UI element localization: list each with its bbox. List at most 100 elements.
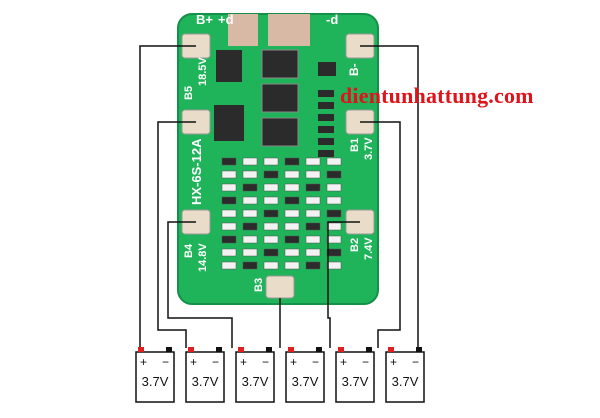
label-plus-d: +d — [218, 12, 234, 27]
cell-voltage-label: 3.7V — [292, 374, 319, 389]
cell-voltage-label: 3.7V — [342, 374, 369, 389]
label-b1: B1 — [349, 138, 361, 152]
smd-part — [318, 102, 334, 109]
smd-part — [284, 261, 300, 270]
smd-part — [326, 235, 342, 244]
cell-voltage-label: 3.7V — [142, 374, 169, 389]
smd-part — [263, 261, 279, 270]
cell-voltage-label: 3.7V — [242, 374, 269, 389]
label-b5-voltage: 18.5V — [197, 57, 209, 86]
label-b4-voltage: 14.8V — [197, 243, 209, 272]
smd-part — [326, 157, 342, 166]
plus-sign: + — [190, 355, 197, 369]
small-ic — [318, 62, 336, 76]
smd-part — [305, 196, 321, 205]
smd-part — [242, 183, 258, 192]
smd-part — [284, 222, 300, 231]
smd-part — [284, 170, 300, 179]
smd-part — [305, 209, 321, 218]
smd-part — [221, 235, 237, 244]
positive-terminal — [338, 347, 344, 352]
negative-terminal — [316, 347, 322, 352]
smd-part — [263, 235, 279, 244]
wire — [360, 121, 401, 348]
negative-terminal — [166, 347, 172, 352]
minus-sign: − — [162, 355, 169, 369]
plus-sign: + — [390, 355, 397, 369]
wire — [360, 45, 419, 348]
smd-part — [305, 222, 321, 231]
negative-terminal — [266, 347, 272, 352]
positive-terminal — [288, 347, 294, 352]
smd-part — [318, 126, 334, 133]
battery-cell: +−3.7V — [135, 347, 175, 403]
smd-part — [242, 196, 258, 205]
label-b5: B5 — [183, 86, 195, 100]
smd-part — [326, 248, 342, 257]
minus-sign: − — [212, 355, 219, 369]
smd-part — [242, 222, 258, 231]
smd-part — [284, 157, 300, 166]
smd-part — [221, 261, 237, 270]
smd-part — [221, 196, 237, 205]
plus-sign: + — [340, 355, 347, 369]
smd-part — [242, 157, 258, 166]
smd-part — [263, 183, 279, 192]
label-b-minus: B- — [347, 63, 361, 76]
cell-voltage-label: 3.7V — [392, 374, 419, 389]
smd-part — [318, 114, 334, 121]
smd-part — [221, 248, 237, 257]
pad-minus-d — [268, 14, 310, 46]
minus-sign: − — [362, 355, 369, 369]
watermark-text: dientunhattung.com — [340, 83, 534, 108]
smd-part — [305, 170, 321, 179]
smd-part — [318, 138, 334, 145]
smd-part — [221, 222, 237, 231]
smd-part — [318, 90, 334, 97]
mosfet-5 — [214, 105, 244, 141]
battery-cell: + − 3.7V — [335, 347, 375, 403]
battery-cell: +−3.7V — [185, 347, 225, 403]
pad-b3 — [265, 275, 295, 299]
cell-body — [235, 351, 275, 403]
cell-body — [335, 351, 375, 403]
minus-sign: − — [312, 355, 319, 369]
label-b1-voltage: 3.7V — [363, 137, 375, 160]
plus-sign: + — [290, 355, 297, 369]
label-b4: B4 — [183, 243, 195, 258]
mosfet-1 — [261, 49, 299, 79]
cell-body — [185, 351, 225, 403]
label-b2: B2 — [349, 238, 361, 252]
smd-part — [263, 248, 279, 257]
smd-part — [242, 261, 258, 270]
smd-part — [305, 235, 321, 244]
smd-part — [263, 157, 279, 166]
positive-terminal — [238, 347, 244, 352]
smd-part — [221, 170, 237, 179]
label-b3: B3 — [253, 278, 265, 292]
smd-part — [284, 196, 300, 205]
wire — [139, 45, 196, 348]
smd-part — [284, 235, 300, 244]
negative-terminal — [416, 347, 422, 352]
smd-part — [242, 248, 258, 257]
smd-part — [318, 150, 334, 157]
cell-body — [135, 351, 175, 403]
smd-part — [305, 248, 321, 257]
battery-cell: +−3.7V — [235, 347, 275, 403]
smd-part — [263, 196, 279, 205]
label-b2-voltage: 7.4V — [363, 237, 375, 260]
smd-part — [263, 222, 279, 231]
label-model: HX-6S-12A — [189, 138, 204, 205]
smd-part — [242, 209, 258, 218]
smd-part — [263, 209, 279, 218]
positive-terminal — [138, 347, 144, 352]
cell-body — [285, 351, 325, 403]
smd-part — [305, 183, 321, 192]
cell-body — [385, 351, 425, 403]
smd-part — [326, 170, 342, 179]
smd-part — [221, 183, 237, 192]
minus-sign: − — [412, 355, 419, 369]
